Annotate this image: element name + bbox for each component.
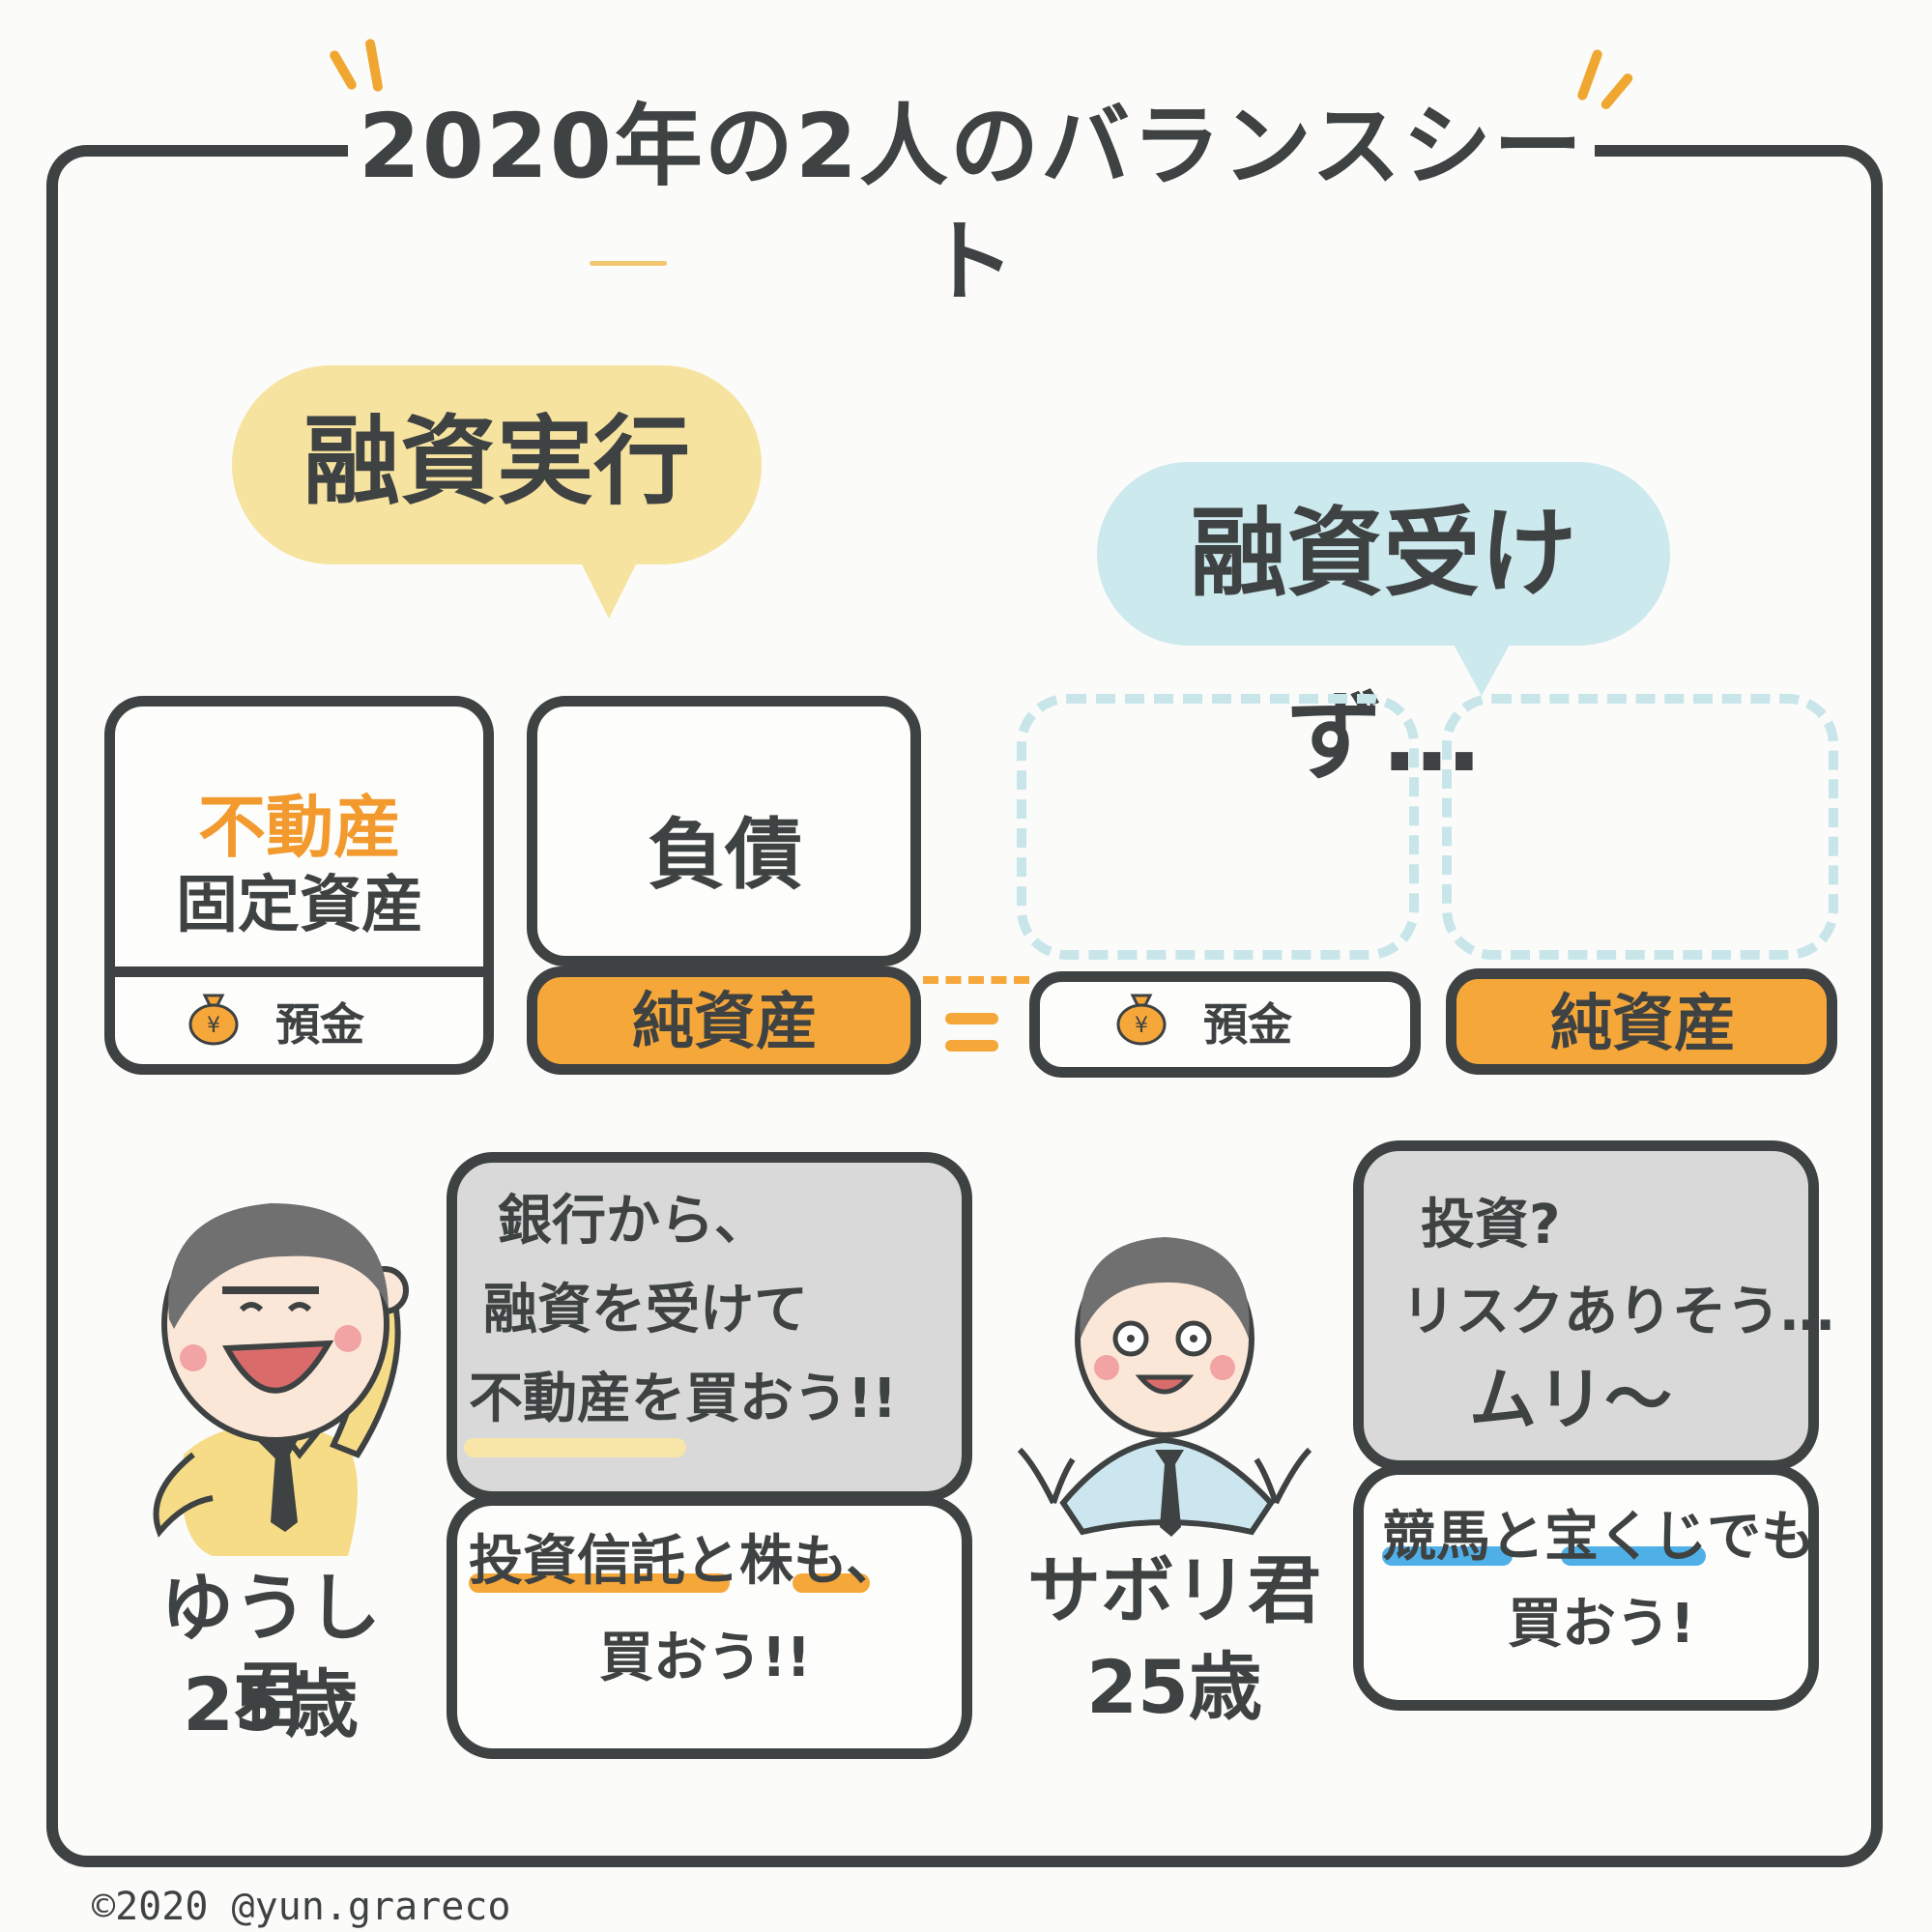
liability-box — [527, 696, 921, 966]
bubble-no-loan: 融資受けず… — [1097, 462, 1670, 793]
highlight-marker — [464, 1438, 686, 1457]
highlight-marker — [1382, 1546, 1513, 1566]
net-worth-label: 純資産 — [1550, 989, 1736, 1060]
bubble-tail — [1453, 643, 1511, 696]
bubble-tail — [580, 561, 638, 619]
highlight-marker — [469, 1573, 730, 1593]
svg-text:¥: ¥ — [207, 1014, 220, 1038]
sabori-speech-bubble-main — [1353, 1140, 1819, 1471]
deposit-label: 預金 — [275, 998, 364, 1051]
yushi-speech-bubble-sub — [447, 1495, 972, 1759]
yushi-age: 25歳 — [183, 1661, 359, 1747]
yushi-name: ゆうし君 — [160, 1565, 381, 1740]
title-underline — [590, 261, 667, 266]
net-worth-label: 純資産 — [632, 987, 818, 1058]
highlight-marker — [793, 1573, 870, 1593]
deposit-label: 預金 — [1203, 998, 1292, 1051]
sabori-speech-line: リスクありそう… — [1401, 1281, 1834, 1343]
net-worth-box — [527, 966, 921, 1075]
empty-liability-box — [1442, 694, 1838, 960]
sabori-speech-line: ムリ〜 — [1469, 1360, 1672, 1439]
sabori-speech-bubble-sub — [1353, 1464, 1819, 1711]
empty-asset-box — [1017, 694, 1419, 960]
sparkle-mark — [364, 38, 384, 93]
sabori-name: サボリ君 — [1027, 1547, 1321, 1633]
dashed-connector — [923, 976, 1029, 984]
yushi-character-illustration — [153, 1203, 409, 1556]
page-title: 2020年の2人のバランスシート — [348, 89, 1595, 314]
yushi-speech-line: 融資を受けて — [483, 1279, 808, 1341]
assets-box — [104, 696, 494, 1075]
highlight-marker — [1561, 1546, 1706, 1566]
sabori-age: 25歳 — [1086, 1644, 1262, 1730]
real-estate-label: 不動産 — [198, 788, 401, 867]
sparkle-mark — [1599, 72, 1635, 111]
assets-divider — [104, 966, 494, 977]
yushi-speech-line: 投資信託と株も、 — [469, 1530, 901, 1593]
sparkle-mark — [328, 48, 359, 92]
yushi-speech-bubble-main — [447, 1152, 972, 1502]
yushi-speech-line: 不動産を買おう!! — [469, 1368, 898, 1430]
net-worth-box — [1446, 968, 1837, 1075]
bubble-loan-executed: 融資実行 — [232, 365, 762, 564]
yushi-speech-line: 銀行から、 — [498, 1190, 768, 1253]
money-bag-icon: ¥ — [188, 994, 239, 1046]
sabori-character-illustration — [1017, 1237, 1312, 1537]
liability-label: 負債 — [648, 810, 802, 900]
sabori-speech-line: 競馬と宝くじでも — [1382, 1506, 1815, 1569]
fixed-assets-label: 固定資産 — [176, 870, 423, 941]
equals-sign — [945, 1013, 998, 1024]
equals-sign — [945, 1040, 998, 1052]
sabori-speech-line: 投資? — [1421, 1194, 1561, 1256]
yushi-speech-line: 買おう!! — [599, 1627, 812, 1689]
sabori-speech-line: 買おう! — [1508, 1593, 1695, 1656]
copyright-text: ©2020 @yun.grareco — [92, 1885, 511, 1929]
deposit-box — [1029, 971, 1421, 1078]
money-bag-icon: ¥ — [1116, 994, 1167, 1046]
svg-text:¥: ¥ — [1135, 1014, 1148, 1038]
